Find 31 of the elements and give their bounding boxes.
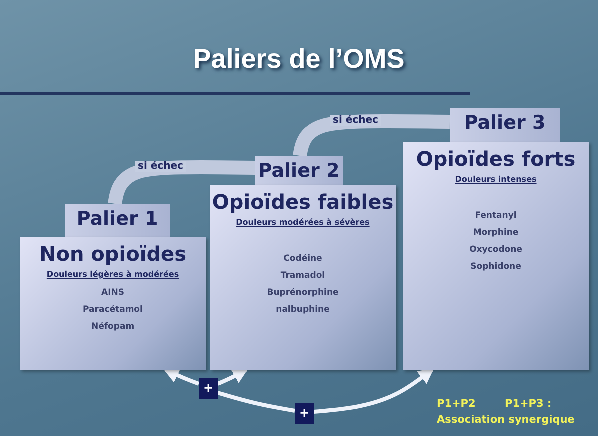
drug-name: Codéine: [282, 253, 324, 266]
arrow: [217, 368, 249, 386]
step-tab: Palier 3: [450, 108, 560, 143]
step-tab: Palier 2: [255, 156, 343, 186]
note-text: P1+P2: [437, 398, 476, 410]
drug-name: Oxycodone: [468, 244, 524, 257]
drug-name: nalbuphine: [275, 304, 331, 317]
drug-name: Tramadol: [280, 270, 326, 283]
plus-sign: +: [199, 378, 218, 399]
edge-label: si échec: [135, 161, 186, 172]
drug-name: Morphine: [472, 227, 520, 240]
drug-name: AINS: [100, 287, 126, 300]
drug-name: Sophidone: [470, 261, 522, 274]
drug-name: Buprénorphine: [266, 287, 340, 300]
note-text: Association synergique: [437, 414, 575, 426]
drug-name: Néfopam: [90, 321, 136, 334]
pain-level: Douleurs modérées à sévères: [235, 218, 371, 227]
pain-level: Douleurs légères à modérées: [46, 270, 180, 279]
arrow: [314, 368, 435, 414]
drug-name: Paracétamol: [82, 304, 144, 317]
step-tab: Palier 1: [65, 204, 170, 238]
pain-level: Douleurs intenses: [454, 175, 538, 184]
step-heading: Opioïdes faibles: [211, 189, 395, 215]
step-heading: Opioïdes forts: [415, 146, 577, 172]
plus-sign: +: [295, 403, 314, 424]
step-heading: Non opioïdes: [38, 241, 188, 267]
edge-label: si échec: [330, 115, 382, 126]
note-text: P1+P3 :: [505, 398, 552, 410]
title: Paliers de l’OMS: [192, 44, 406, 75]
arrow: [163, 368, 200, 386]
drug-name: Fentanyl: [474, 210, 518, 223]
